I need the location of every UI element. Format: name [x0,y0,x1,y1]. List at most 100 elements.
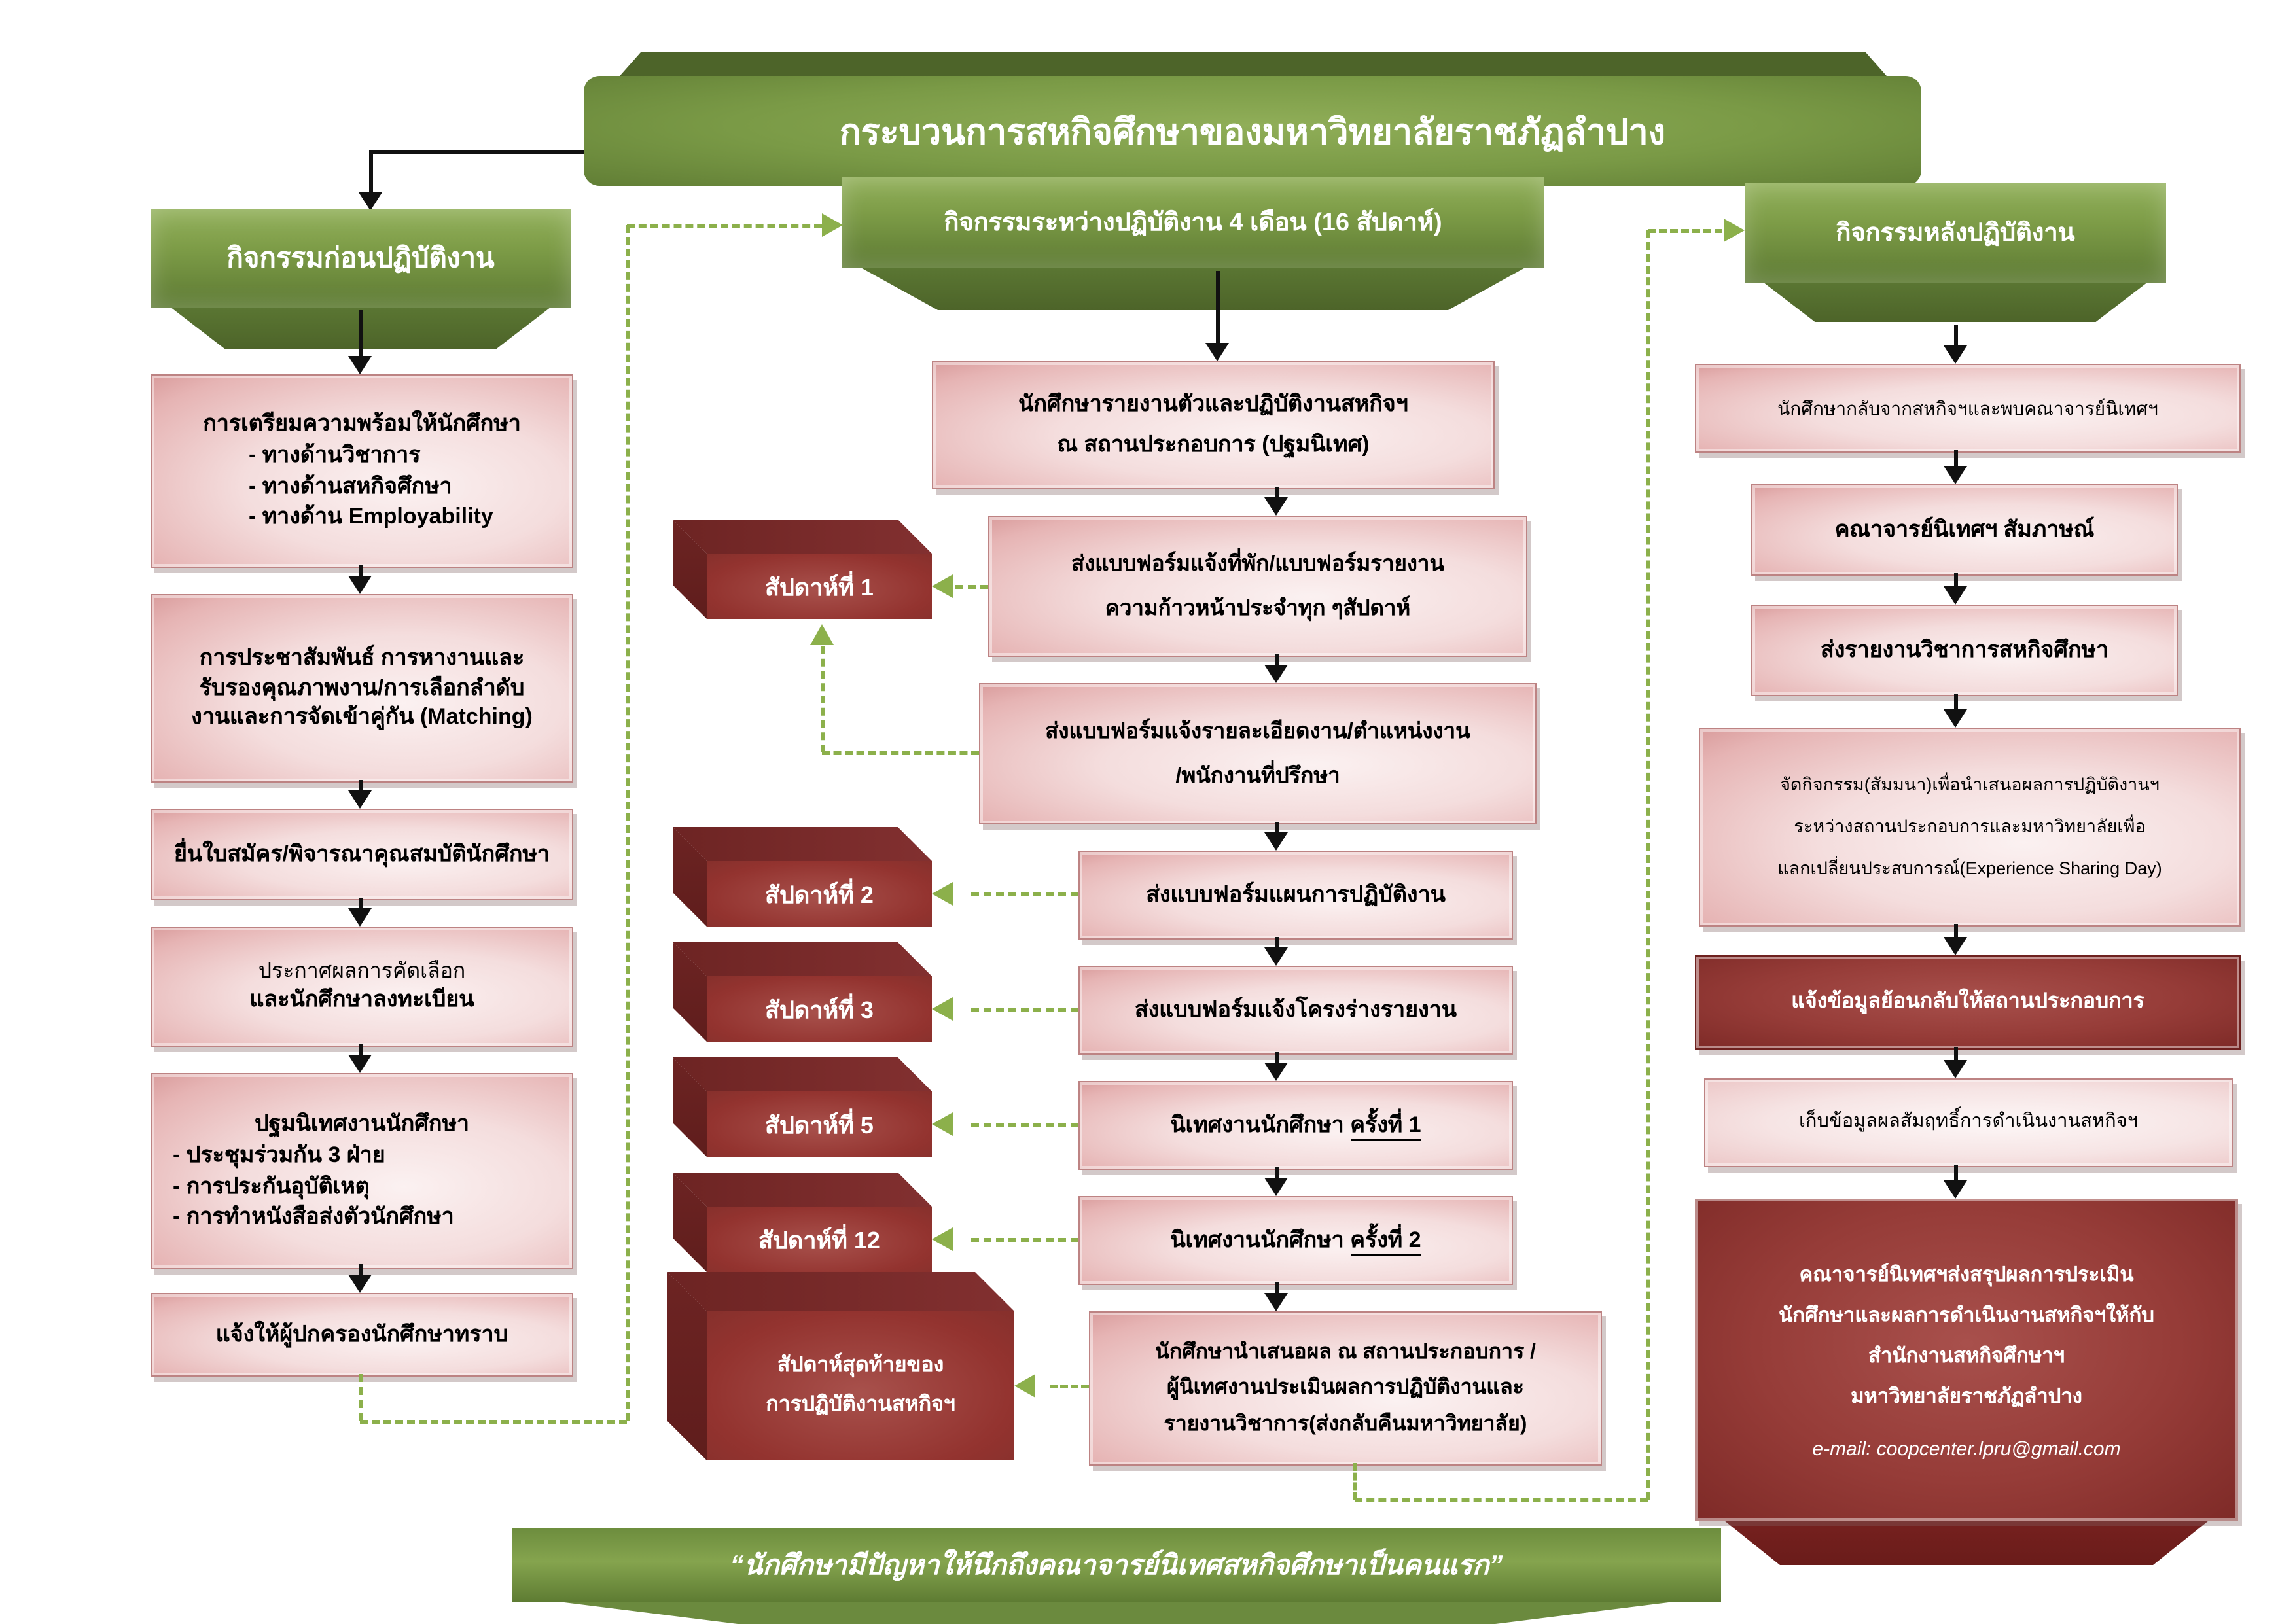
orientation-item: - ประชุมร่วมกัน 3 ฝ่าย [173,1142,385,1167]
form-plan-label: ส่งแบบฟอร์มแผนการปฏิบัติงาน [1146,881,1446,907]
dashed-connector-h [1355,1498,1648,1502]
dashed-arrowhead-left [932,574,953,598]
box-form-outline: ส่งแบบฟอร์มแจ้งโครงร่างรายงาน [1078,966,1513,1055]
flow-arrow-shaft [1953,450,1957,468]
connector-title-to-pre-v [369,150,373,195]
dashed-connector-v [358,1374,362,1421]
week-tab-12-top [673,1173,932,1207]
final-week-line: การปฏิบัติงานสหกิจฯ [766,1394,955,1416]
flow-arrowhead-down [1205,343,1229,361]
dashed-arrowhead-up [810,624,834,645]
flow-arrow-shaft [1274,1282,1278,1296]
form-outline-label: ส่งแบบฟอร์มแจ้งโครงร่างรายงาน [1134,997,1457,1022]
flow-arrow-shaft [1953,573,1957,589]
week-tab-5-label: สัปดาห์ที่ 5 [707,1091,932,1157]
announce-line: และนักศึกษาลงทะเบียน [249,987,474,1012]
form-jobdetail-line: /พนักงานที่ปรึกษา [1175,764,1340,788]
flow-arrowhead-down [1944,1060,1967,1078]
supervision-2-prefix: นิเทศงานนักศึกษา [1170,1227,1351,1252]
dashed-connector-v [625,225,629,1421]
supervision-1-label: นิเทศงานนักศึกษา ครั้งที่ 1 [1080,1110,1512,1141]
present-line: ผู้นิเทศงานประเมินผลการปฏิบัติงานและ [1167,1377,1524,1400]
week-tab-3-top [673,942,932,976]
collect-results-label: เก็บข้อมูลผลสัมฤทธิ์การดำเนินงานสหกิจฯ [1799,1111,2138,1133]
during-header-bevel [857,266,1529,310]
box-present-results: นักศึกษานำเสนอผล ณ สถานประกอบการ / ผู้นิ… [1089,1311,1602,1466]
return-meet-label: นักศึกษากลับจากสหกิจฯและพบคณาจารย์นิเทศฯ [1777,397,2158,419]
flow-arrow-shaft [1953,924,1957,940]
final-week-label: สัปดาห์สุดท้ายของ การปฏิบัติงานสหกิจฯ [707,1311,1014,1460]
flow-arrow-shaft [1953,1165,1957,1183]
flow-arrow-shaft [1274,654,1278,667]
box-summary: คณาจารย์นิเทศฯส่งสรุปผลการประเมิน นักศึก… [1695,1199,2238,1521]
box-report-workplace: นักศึกษารายงานตัวและปฏิบัติงานสหกิจฯ ณ ส… [932,361,1495,489]
dashed-connector-h [971,1007,1078,1011]
flow-arrow-shaft [1274,937,1278,950]
pr-line: การประชาสัมพันธ์ การหางานและ [199,644,525,670]
box-orientation: ปฐมนิเทศงานนักศึกษา - ประชุมร่วมกัน 3 ฝ่… [151,1073,573,1269]
flow-arrowhead-down [1264,832,1288,851]
flow-arrowhead-down [1264,947,1288,966]
bottom-banner-bevel [538,1599,1695,1624]
flow-arrowhead-down [348,790,372,809]
report-line: นักศึกษารายงานตัวและปฏิบัติงานสหกิจฯ [1018,391,1408,417]
box-apply-qualify: ยื่นใบสมัคร/พิจารณาคุณสมบัตินักศึกษา [151,809,573,900]
bottom-banner-quote: “นักศึกษามีปัญหาให้นึกถึงคณาจารย์นิเทศสห… [512,1528,1721,1602]
flow-arrow-shaft [1274,1167,1278,1180]
flow-arrowhead-down [348,1055,372,1073]
dashed-arrowhead-right [1724,219,1745,242]
summary-line: คณาจารย์นิเทศฯส่งสรุปผลการประเมิน [1799,1264,2134,1287]
flow-arrowhead-down [1944,709,1967,728]
box-return-meet: นักศึกษากลับจากสหกิจฯและพบคณาจารย์นิเทศฯ [1695,364,2241,453]
send-report-label: ส่งรายงานวิชาการสหกิจศึกษา [1820,637,2109,662]
orientation-item: - การประกันอุบัติเหตุ [173,1173,370,1199]
box-notify-parents: แจ้งให้ผู้ปกครองนักศึกษาทราบ [151,1293,573,1377]
connector-title-to-pre-h [369,150,584,154]
flow-arrow-shaft [1274,822,1278,835]
flow-arrowhead-down [1264,497,1288,516]
supervision-2-number: ครั้งที่ 2 [1350,1227,1421,1256]
summary-line: สำนักงานสหกิจศึกษาฯ [1868,1345,2065,1368]
dashed-connector-v [1646,230,1650,1500]
flow-arrowhead-down [348,356,372,374]
present-line: รายงานวิชาการ(ส่งกลับคืนมหาวิทยาลัย) [1164,1413,1527,1436]
prepare-item: - ทางด้าน Employability [249,504,493,529]
form-residence-line: ความก้าวหน้าประจำทุก ๆสัปดาห์ [1105,597,1411,620]
seminar-line: ระหว่างสถานประกอบการและมหาวิทยาลัยเพื่อ [1794,816,2146,836]
dashed-arrowhead-right [822,213,843,237]
present-line: นักศึกษานำเสนอผล ณ สถานประกอบการ / [1155,1341,1536,1364]
flow-arrow-shaft [358,898,362,911]
dashed-connector-h [1050,1384,1089,1388]
box-collect-results: เก็บข้อมูลผลสัมฤทธิ์การดำเนินงานสหกิจฯ [1704,1078,2233,1167]
week-tab-2-top [673,827,932,861]
prepare-item: - ทางด้านสหกิจศึกษา [249,473,452,499]
seminar-line: จัดกิจกรรม(สัมมนา)เพื่อนำเสนอผลการปฏิบัต… [1780,774,2160,794]
final-week-line: สัปดาห์สุดท้ายของ [777,1354,944,1377]
dashed-connector-h [822,750,979,754]
flow-arrowhead-down [1944,345,1967,364]
dashed-connector-h [1648,228,1722,232]
dashed-arrowhead-left [932,1227,953,1251]
seminar-line: แลกเปลี่ยนประสบการณ์(Experience Sharing … [1777,858,2162,879]
form-residence-line: ส่งแบบฟอร์มแจ้งที่พัก/แบบฟอร์มรายงาน [1071,552,1445,576]
dashed-connector-h [971,892,1078,896]
box-form-plan: ส่งแบบฟอร์มแผนการปฏิบัติงาน [1078,851,1513,940]
dashed-arrowhead-left [932,882,953,906]
flow-arrow-shaft [358,565,362,578]
dashed-connector-h [971,1122,1078,1126]
flow-arrow-shaft [358,310,362,359]
flow-arrowhead-down [348,908,372,927]
flow-arrow-shaft [1215,271,1219,345]
report-line: ณ สถานประกอบการ (ปฐมนิเทศ) [1057,432,1370,457]
prepare-title: การเตรียมความพร้อมให้นักศึกษา [203,410,521,436]
box-public-relations: การประชาสัมพันธ์ การหางานและ รับรองคุณภา… [151,594,573,783]
flow-arrowhead-down [1264,1293,1288,1311]
flow-arrowhead-down [1944,1180,1967,1199]
pr-line: รับรองคุณภาพงาน/การเลือกลำดับ [199,675,525,700]
final-week-top [667,1272,1014,1311]
box-prepare-students: การเตรียมความพร้อมให้นักศึกษา - ทางด้านว… [151,374,573,568]
dashed-connector-h [955,584,988,588]
feedback-label: แจ้งข้อมูลย้อนกลับให้สถานประกอบการ [1791,991,2144,1014]
flow-arrowhead-down [348,576,372,594]
